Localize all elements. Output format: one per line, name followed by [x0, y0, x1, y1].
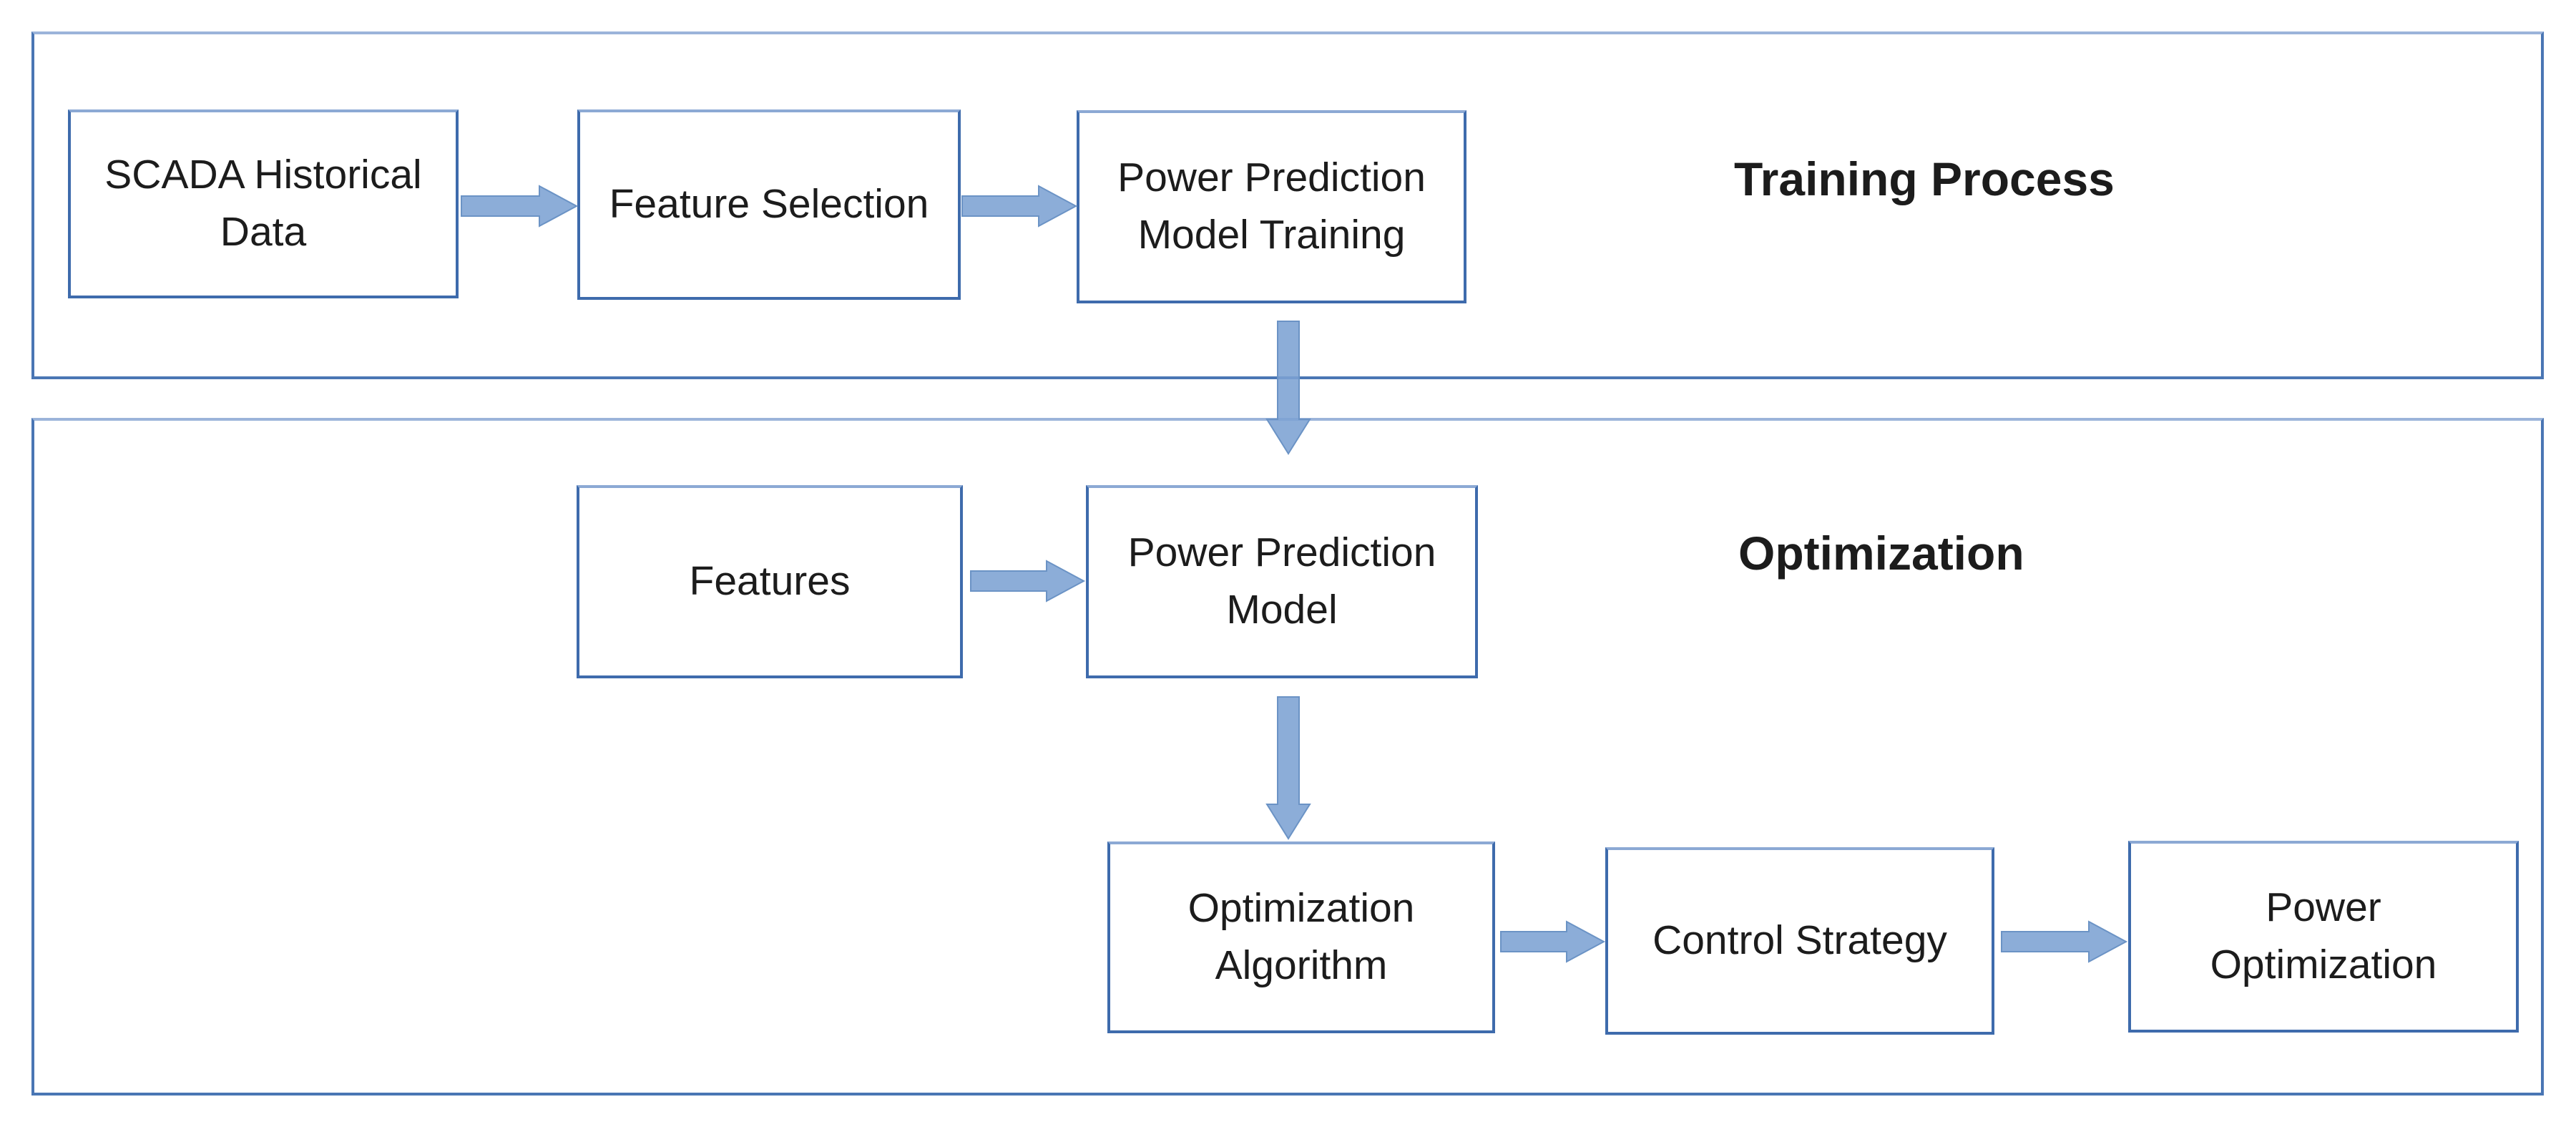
power-prediction-model-label: Power Prediction Model [1127, 530, 1436, 633]
control-strategy-label: Control Strategy [1652, 917, 1947, 964]
features-box: Features [577, 485, 963, 678]
feature-selection-label: Feature Selection [609, 181, 929, 228]
scada-historical-data-label: SCADA Historical Data [104, 152, 422, 255]
power-optimization-label: Power Optimization [2210, 884, 2437, 987]
power-optimization-box: Power Optimization [2128, 841, 2519, 1033]
optimization-algorithm-label: Optimization Algorithm [1187, 885, 1415, 988]
optimization-title: Optimization [1738, 527, 2024, 580]
feature-selection-box: Feature Selection [577, 109, 961, 300]
training-process-title: Training Process [1734, 152, 2115, 205]
power-prediction-model-training-label: Power Prediction Model Training [1117, 155, 1426, 258]
power-prediction-model-box: Power Prediction Model [1086, 485, 1478, 678]
scada-historical-data-box: SCADA Historical Data [68, 109, 459, 298]
control-strategy-box: Control Strategy [1605, 847, 1994, 1035]
features-label: Features [689, 558, 851, 605]
power-prediction-model-training-box: Power Prediction Model Training [1077, 110, 1466, 303]
optimization-algorithm-box: Optimization Algorithm [1107, 841, 1495, 1033]
